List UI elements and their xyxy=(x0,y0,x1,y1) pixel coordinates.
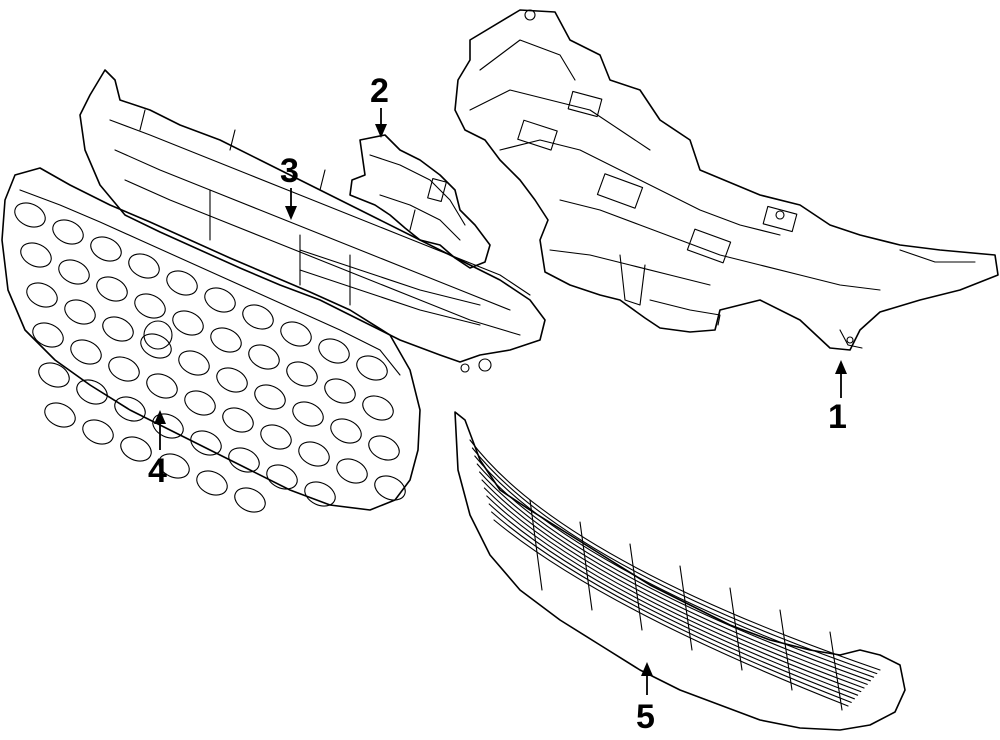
hex-cell xyxy=(32,322,64,348)
hex-cell xyxy=(146,373,178,399)
hex-cell xyxy=(368,435,400,461)
callout-leaders xyxy=(154,108,847,695)
hex-cell xyxy=(216,367,248,393)
hex-cell xyxy=(64,299,96,325)
hex-cell xyxy=(242,304,274,330)
grille-slat xyxy=(476,463,871,682)
hex-cell xyxy=(210,327,242,353)
grille-slat xyxy=(483,487,862,693)
hex-cell xyxy=(184,390,216,416)
hex-cell xyxy=(222,407,254,433)
hex-cell xyxy=(14,202,46,228)
grille-rib xyxy=(629,543,643,631)
callout-4: 4 xyxy=(148,452,167,490)
hex-cell xyxy=(298,441,330,467)
hex-cell xyxy=(254,384,286,410)
grille-slats xyxy=(469,439,881,711)
part-1-support-bracket xyxy=(454,9,999,351)
arrow-4 xyxy=(154,410,166,424)
hex-cell xyxy=(356,355,388,381)
hex-cell xyxy=(292,401,324,427)
grille-slat xyxy=(486,495,859,696)
hex-cell xyxy=(152,413,184,439)
hex-cell xyxy=(190,430,222,456)
hex-cell xyxy=(70,339,102,365)
hex-cell xyxy=(304,481,336,507)
hex-cell xyxy=(248,344,280,370)
grille-rib xyxy=(679,565,693,651)
hex-cell xyxy=(134,293,166,319)
arrow-3 xyxy=(285,206,297,220)
arrow-5 xyxy=(641,662,653,676)
part-3-upper-grille-frame xyxy=(79,69,546,373)
hex-cell xyxy=(96,276,128,302)
hex-cell xyxy=(196,470,228,496)
hex-cell xyxy=(38,362,70,388)
hex-cell xyxy=(128,253,160,279)
hex-cell xyxy=(228,447,260,473)
callout-5: 5 xyxy=(636,698,655,736)
grille-slat xyxy=(469,439,881,671)
hex-cell xyxy=(102,316,134,342)
callout-3: 3 xyxy=(280,152,299,190)
hex-cell xyxy=(114,396,146,422)
hex-cell xyxy=(374,475,406,501)
hex-cell xyxy=(120,436,152,462)
grille-slat xyxy=(481,479,865,689)
hex-cell xyxy=(166,270,198,296)
grille-slat xyxy=(471,447,878,675)
callout-1: 1 xyxy=(828,398,847,436)
arrow-1 xyxy=(835,360,847,374)
hex-cell xyxy=(318,338,350,364)
grille-rib xyxy=(529,499,543,591)
part-2-bracket xyxy=(349,134,491,269)
grille-rib xyxy=(579,521,593,611)
hex-cell xyxy=(158,453,190,479)
hex-cell xyxy=(44,402,76,428)
hex-cell xyxy=(52,219,84,245)
hex-cell xyxy=(20,242,52,268)
grille-slat xyxy=(474,455,875,678)
hex-cell xyxy=(336,458,368,484)
hex-cell xyxy=(172,310,204,336)
grille-slat xyxy=(479,471,868,685)
hex-cell xyxy=(26,282,58,308)
hex-cell xyxy=(204,287,236,313)
hex-cell xyxy=(90,236,122,262)
hex-cell xyxy=(140,333,172,359)
hex-cell xyxy=(58,259,90,285)
hex-cell xyxy=(234,487,266,513)
hex-cell xyxy=(266,464,298,490)
part-5-lower-grille xyxy=(454,411,906,731)
hex-cell xyxy=(324,378,356,404)
grille-slat xyxy=(488,503,855,700)
part-4-honeycomb-grille xyxy=(1,167,421,513)
hex-cell xyxy=(108,356,140,382)
grille-rib xyxy=(729,587,743,671)
hex-cell xyxy=(76,379,108,405)
hex-cell xyxy=(260,424,292,450)
grille-slat xyxy=(491,511,852,703)
callout-labels: 1 2 3 4 5 xyxy=(148,72,847,736)
hex-cell xyxy=(178,350,210,376)
callout-2: 2 xyxy=(370,72,389,110)
hex-cell xyxy=(286,361,318,387)
grille-rib xyxy=(779,609,793,691)
hex-cell xyxy=(280,321,312,347)
hex-cell xyxy=(330,418,362,444)
grille-rib xyxy=(829,631,843,711)
arrow-2 xyxy=(375,124,387,138)
hex-cell xyxy=(82,419,114,445)
hex-cell xyxy=(362,395,394,421)
grille-slat xyxy=(493,519,849,707)
grille-hex-cells xyxy=(14,202,406,513)
